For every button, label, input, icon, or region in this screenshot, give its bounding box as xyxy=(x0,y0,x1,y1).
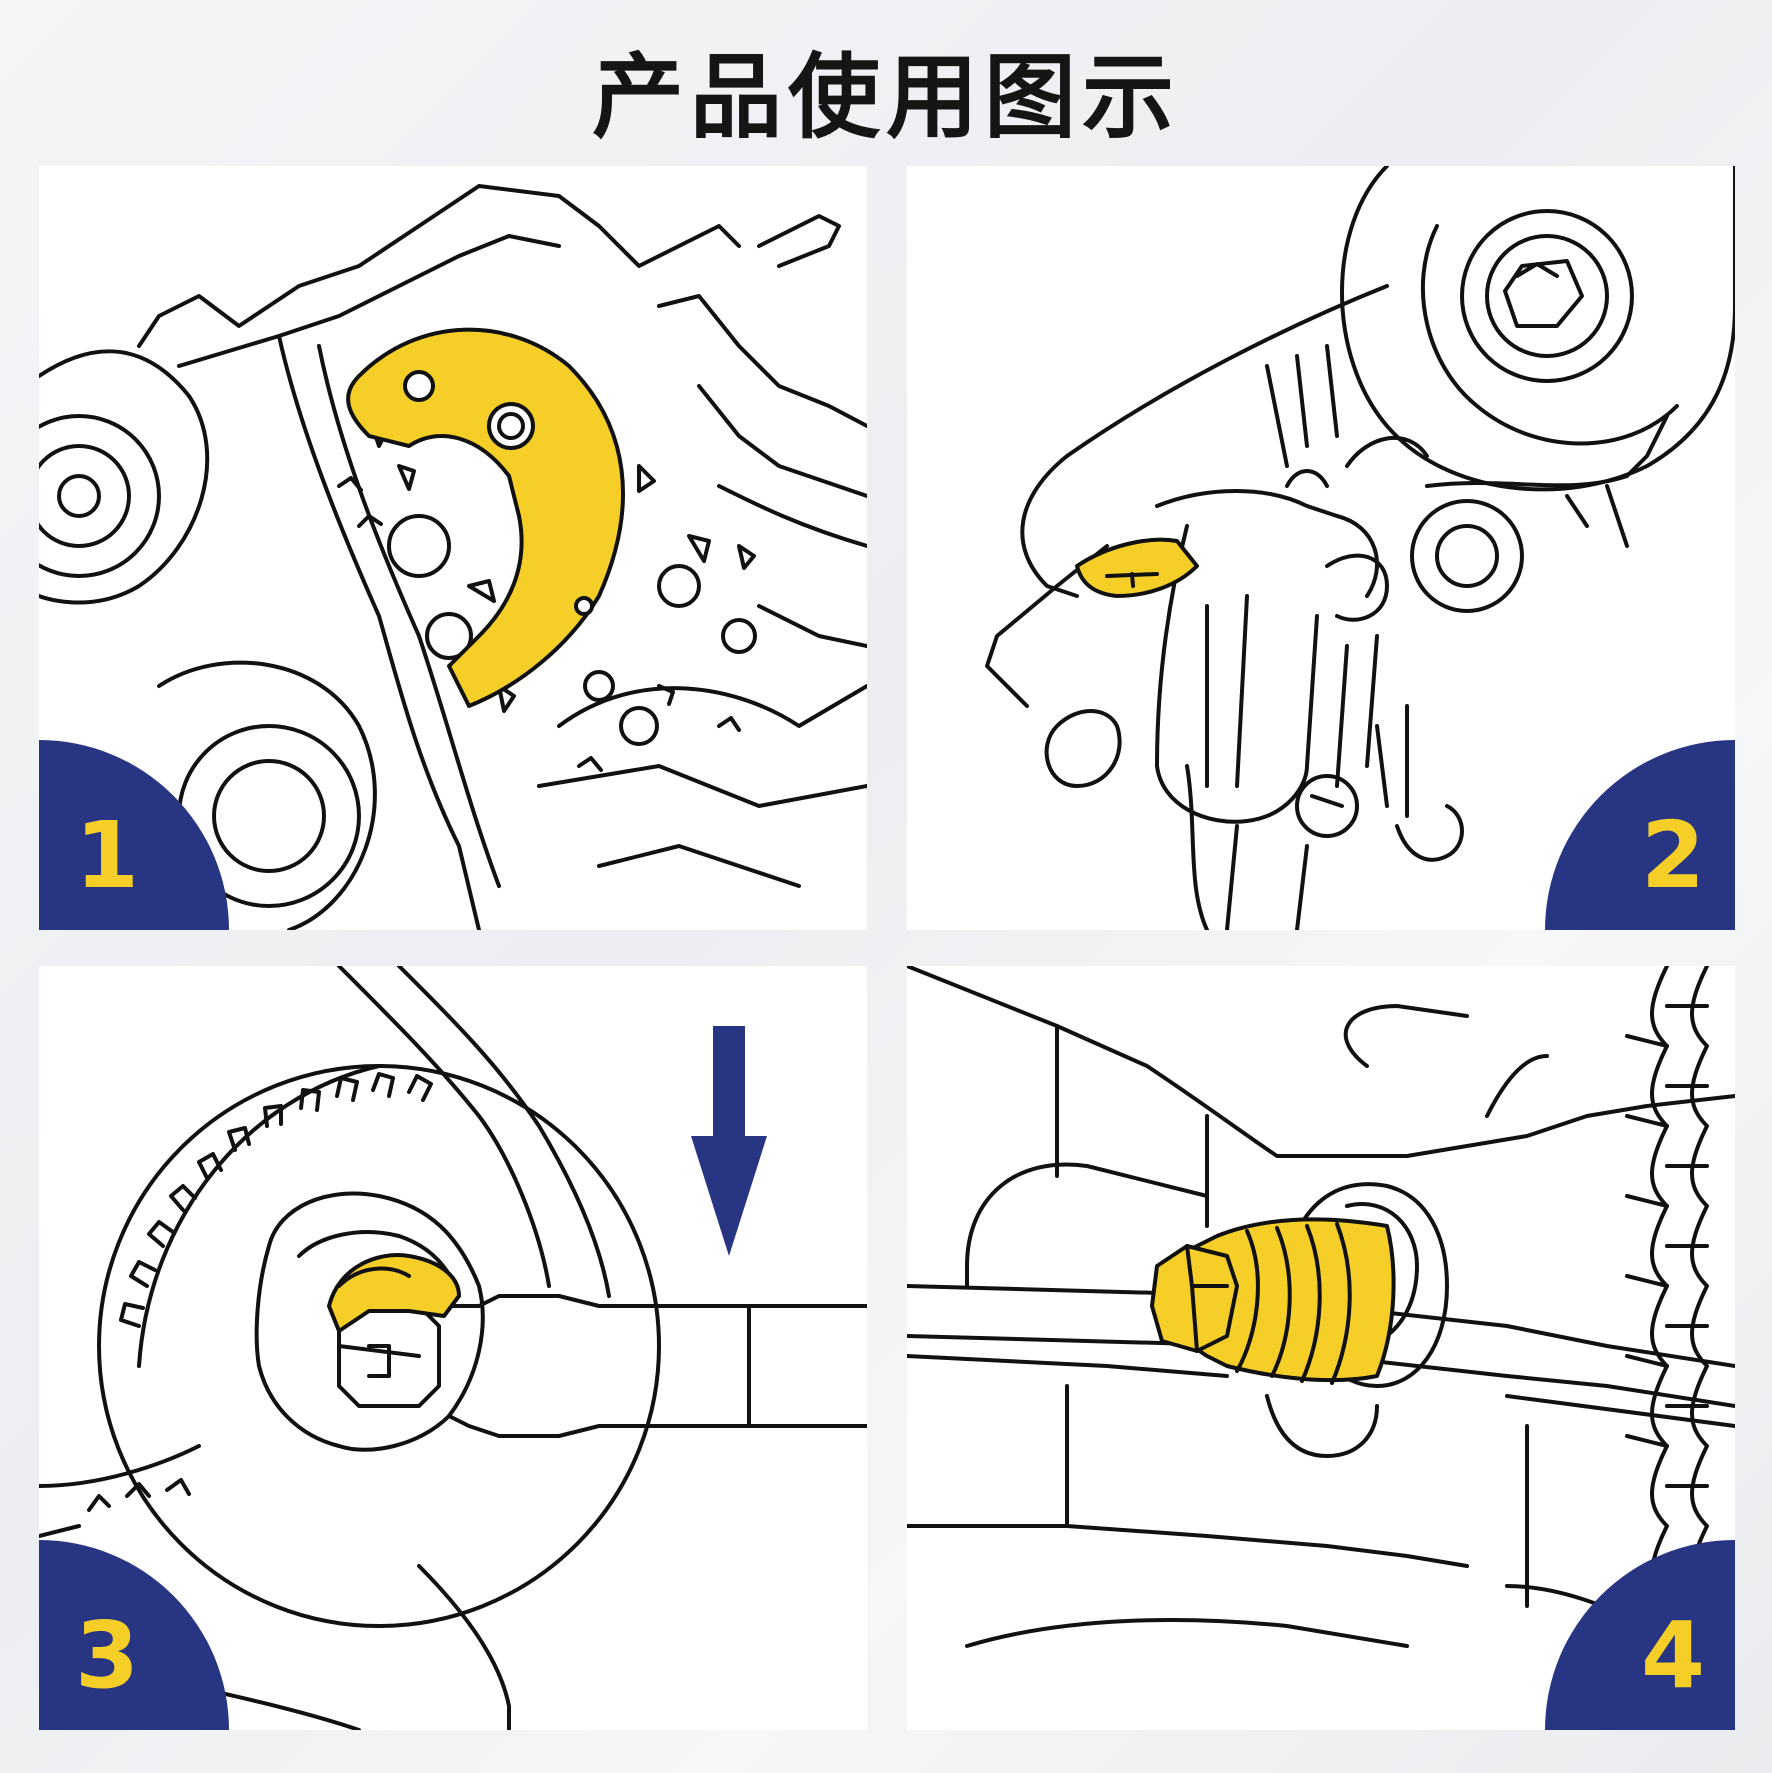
page-title: 产品使用图示 xyxy=(591,44,1180,151)
step-1-panel: 1 xyxy=(39,166,867,930)
tensioner-illustration xyxy=(985,166,1735,930)
engine-timing-illustration xyxy=(39,184,867,930)
step-1-badge: 1 xyxy=(39,740,229,930)
step-2-badge: 2 xyxy=(1545,740,1735,930)
step-2-panel: 2 xyxy=(907,166,1735,930)
socket-bolt-illustration xyxy=(907,966,1735,1648)
step-3-panel: 3 xyxy=(39,966,867,1730)
step-1-number: 1 xyxy=(75,802,140,909)
step-2-number: 2 xyxy=(1640,802,1705,909)
step-3-badge: 3 xyxy=(39,1540,229,1730)
step-4-number: 4 xyxy=(1640,1602,1705,1709)
step-3-number: 3 xyxy=(75,1602,140,1709)
step-4-badge: 4 xyxy=(1545,1540,1735,1730)
wrench-illustration xyxy=(39,966,867,1730)
step-4-panel: 4 xyxy=(907,966,1735,1730)
